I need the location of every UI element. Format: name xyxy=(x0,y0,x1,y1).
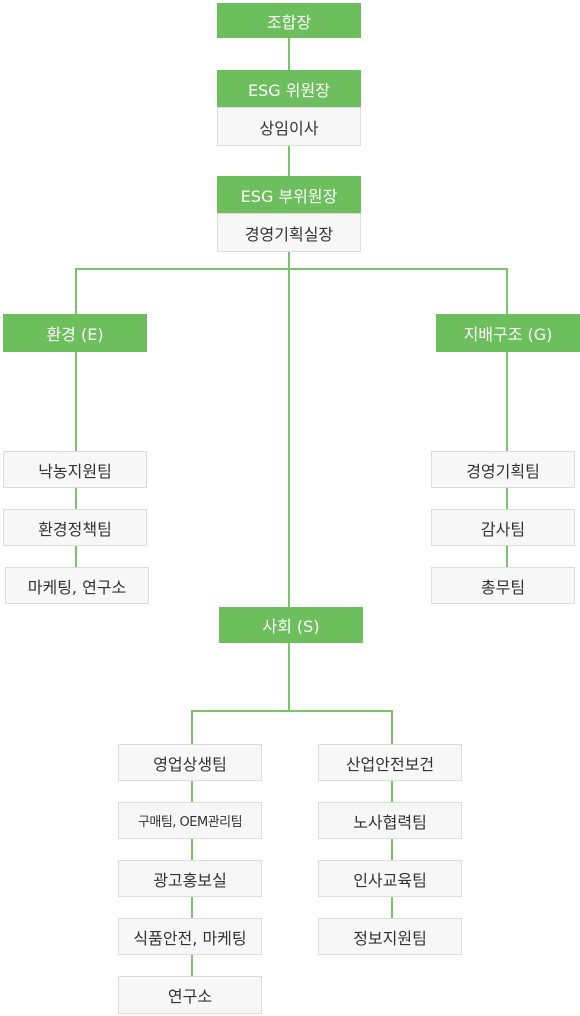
governance-title-box: 지배구조 (G) xyxy=(436,314,580,352)
social-team-box: 광고홍보실 xyxy=(118,860,262,897)
social-team-box: 노사협력팀 xyxy=(318,802,462,839)
environment-title-box: 환경 (E) xyxy=(3,314,147,352)
environment-team-box: 낙농지원팀 xyxy=(3,451,147,488)
social-title-box: 사회 (S) xyxy=(219,607,363,643)
connector-line xyxy=(288,252,290,610)
social-team-box: 식품안전, 마케팅 xyxy=(118,918,262,955)
social-team-box: 연구소 xyxy=(118,976,262,1014)
environment-team-box: 환경정책팀 xyxy=(3,509,147,546)
connector-line xyxy=(288,146,290,176)
social-team-box: 구매팀, OEM관리팀 xyxy=(118,802,262,839)
esg-chair-box: ESG 위원장 xyxy=(217,70,361,107)
social-team-box: 정보지원팀 xyxy=(318,918,462,955)
environment-team-box: 마케팅, 연구소 xyxy=(5,567,149,604)
connector-line xyxy=(191,710,393,712)
governance-team-box: 감사팀 xyxy=(431,509,575,546)
connector-line xyxy=(288,643,290,711)
social-team-box: 인사교육팀 xyxy=(318,860,462,897)
connector-line xyxy=(506,268,508,588)
connector-line xyxy=(75,268,508,270)
connector-line xyxy=(75,268,77,590)
connector-line xyxy=(288,38,290,70)
governance-team-box: 총무팀 xyxy=(431,567,575,604)
social-team-box: 산업안전보건 xyxy=(318,744,462,781)
governance-team-box: 경영기획팀 xyxy=(431,451,575,488)
esg-vice-chair-person-box: 경영기획실장 xyxy=(217,213,361,252)
connector-line xyxy=(191,710,193,1000)
esg-chair-person-box: 상임이사 xyxy=(217,107,361,146)
esg-vice-chair-box: ESG 부위원장 xyxy=(217,176,361,213)
social-team-box: 영업상생팀 xyxy=(118,744,262,781)
chair-box: 조합장 xyxy=(217,3,361,38)
